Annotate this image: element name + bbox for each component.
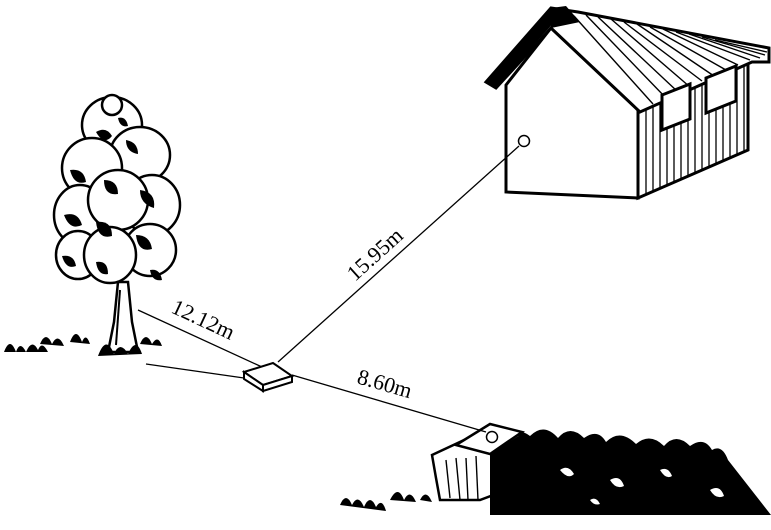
- stump-bark: [445, 455, 479, 501]
- tree-shading: [62, 117, 162, 281]
- stump-shadow-side: [490, 435, 520, 498]
- baseline-left: [145, 363, 245, 379]
- tree-trunk-line: [115, 289, 121, 346]
- device-side: [262, 374, 293, 393]
- line-to-house: [277, 145, 520, 363]
- bushes: [490, 429, 771, 515]
- tree-grass: [4, 334, 162, 356]
- distance-label-tree: 12.12m: [168, 294, 239, 345]
- line-to-stump: [291, 374, 487, 433]
- house-roof-ridge: [551, 6, 580, 28]
- tree-trunk: [106, 280, 140, 354]
- house-roof-front-edge: [486, 8, 556, 88]
- bush-highlights: [560, 467, 750, 505]
- house-target-marker: [517, 134, 531, 148]
- line-to-tree: [137, 309, 263, 368]
- house-roof-shingles: [573, 14, 768, 105]
- tree: [4, 93, 182, 356]
- stump-target-marker: [485, 430, 499, 444]
- house: [483, 6, 771, 201]
- distance-label-stump: 8.60m: [355, 364, 415, 403]
- house-window-left: [660, 81, 692, 133]
- rangefinder-device: [241, 361, 295, 393]
- measure-lines: [137, 145, 520, 433]
- stump-grass: [340, 492, 432, 511]
- stump-area: [340, 422, 771, 515]
- house-window-right: [704, 63, 738, 116]
